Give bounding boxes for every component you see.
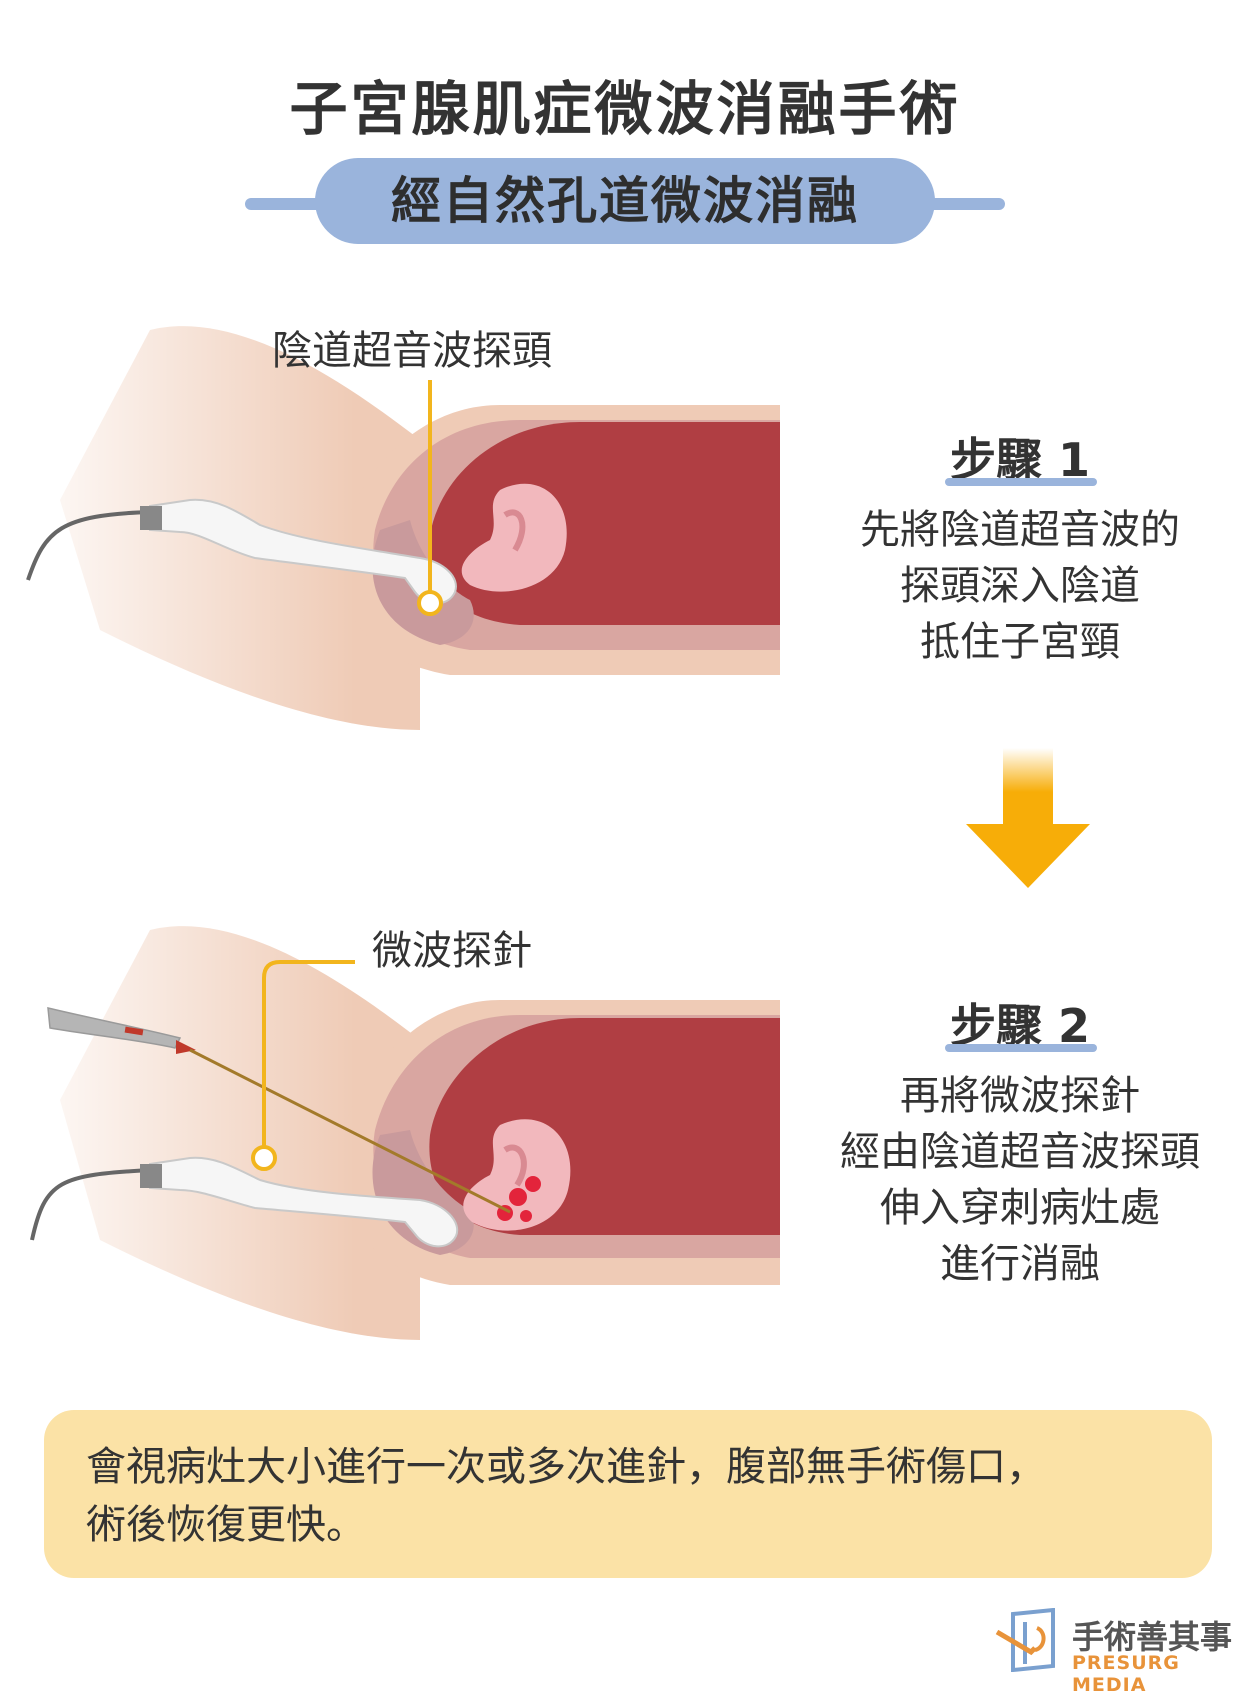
page-title: 子宮腺肌症微波消融手術: [289, 75, 961, 143]
note-box: [44, 1410, 1212, 1578]
note-text: 會視病灶大小進行一次或多次進針，腹部無手術傷口， 術後恢復更快。: [86, 1438, 1176, 1554]
step-2-line: 再將微波探針: [900, 1073, 1140, 1119]
step-1-underline: [945, 478, 1097, 486]
step-2-line: 伸入穿刺病灶處: [880, 1185, 1160, 1231]
needle-callout-label: 微波探針: [372, 928, 532, 974]
step-2-line: 進行消融: [940, 1241, 1100, 1287]
step-2-line: 經由陰道超音波探頭: [840, 1129, 1200, 1175]
subtitle: 經自然孔道微波消融: [391, 172, 859, 230]
illustration-step-1: [0, 300, 790, 760]
step-1-description: 先將陰道超音波的 探頭深入陰道 抵住子宮頸: [800, 502, 1240, 670]
probe-callout-label: 陰道超音波探頭: [272, 328, 552, 374]
note-line: 術後恢復更快。: [86, 1502, 366, 1548]
subtitle-pill: [315, 158, 935, 244]
illustration-step-2: [0, 900, 790, 1370]
note-line: 會視病灶大小進行一次或多次進針，腹部無手術傷口，: [86, 1444, 1046, 1490]
brand-logo-icon: [995, 1608, 1055, 1672]
step-1-line: 探頭深入陰道: [900, 563, 1140, 609]
down-arrow-icon: [966, 748, 1090, 888]
step-2-underline: [945, 1044, 1097, 1052]
brand-name: 手術善其事: [1072, 1618, 1233, 1656]
step-1-line: 先將陰道超音波的: [860, 507, 1180, 553]
step-2-description: 再將微波探針 經由陰道超音波探頭 伸入穿刺病灶處 進行消融: [800, 1068, 1240, 1292]
brand-subtitle: PRESURG MEDIA: [1072, 1652, 1180, 1696]
step-1-line: 抵住子宮頸: [920, 619, 1120, 665]
